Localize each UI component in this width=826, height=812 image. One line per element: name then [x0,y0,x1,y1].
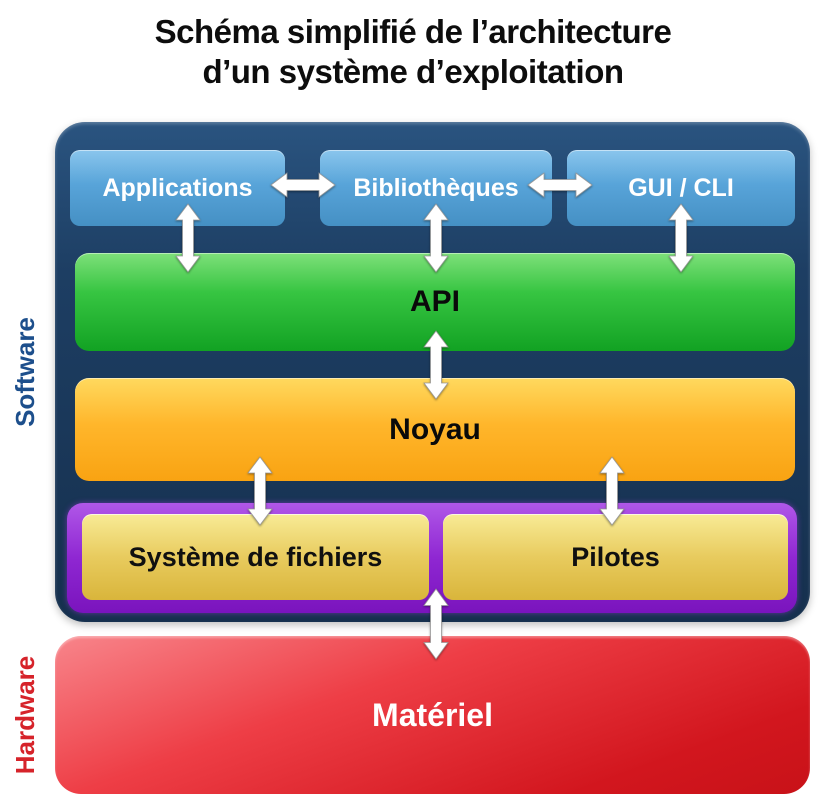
applications-box: Applications [70,150,285,226]
double-arrow-icon-bibliotheques-guicli [527,172,593,198]
systeme-fichiers-box: Système de fichiers [82,514,429,600]
materiel-label: Matériel [372,696,493,733]
noyau-label: Noyau [389,412,481,446]
double-arrow-icon-subsystems-materiel [423,588,449,660]
hardware-side-label: Hardware [10,655,40,775]
double-arrow-icon-api-noyau [423,330,449,400]
applications-label: Applications [102,173,253,202]
bibliotheques-box: Bibliothèques [320,150,552,226]
pilotes-label: Pilotes [571,541,660,572]
double-arrow-icon-applications-bibliotheques [270,172,336,198]
gui-cli-label: GUI / CLI [628,173,734,202]
title-line-1: Schéma simplifié de l’architecture [154,13,672,50]
software-side-label: Software [10,317,40,427]
systeme-fichiers-label: Système de fichiers [128,541,383,572]
bibliotheques-label: Bibliothèques [353,173,519,202]
double-arrow-icon-applications-api [175,203,201,273]
api-label: API [409,285,460,318]
double-arrow-icon-guicli-api [668,203,694,273]
title-line-2: d’un système d’exploitation [202,53,624,90]
double-arrow-icon-noyau-pilotes [599,456,625,526]
pilotes-box: Pilotes [443,514,788,600]
diagram-title: Schéma simplifié de l’architecture d’un … [0,12,826,92]
double-arrow-icon-noyau-fichiers [247,456,273,526]
double-arrow-icon-bibliotheques-api [423,203,449,273]
materiel-bar: Matériel [55,636,810,794]
